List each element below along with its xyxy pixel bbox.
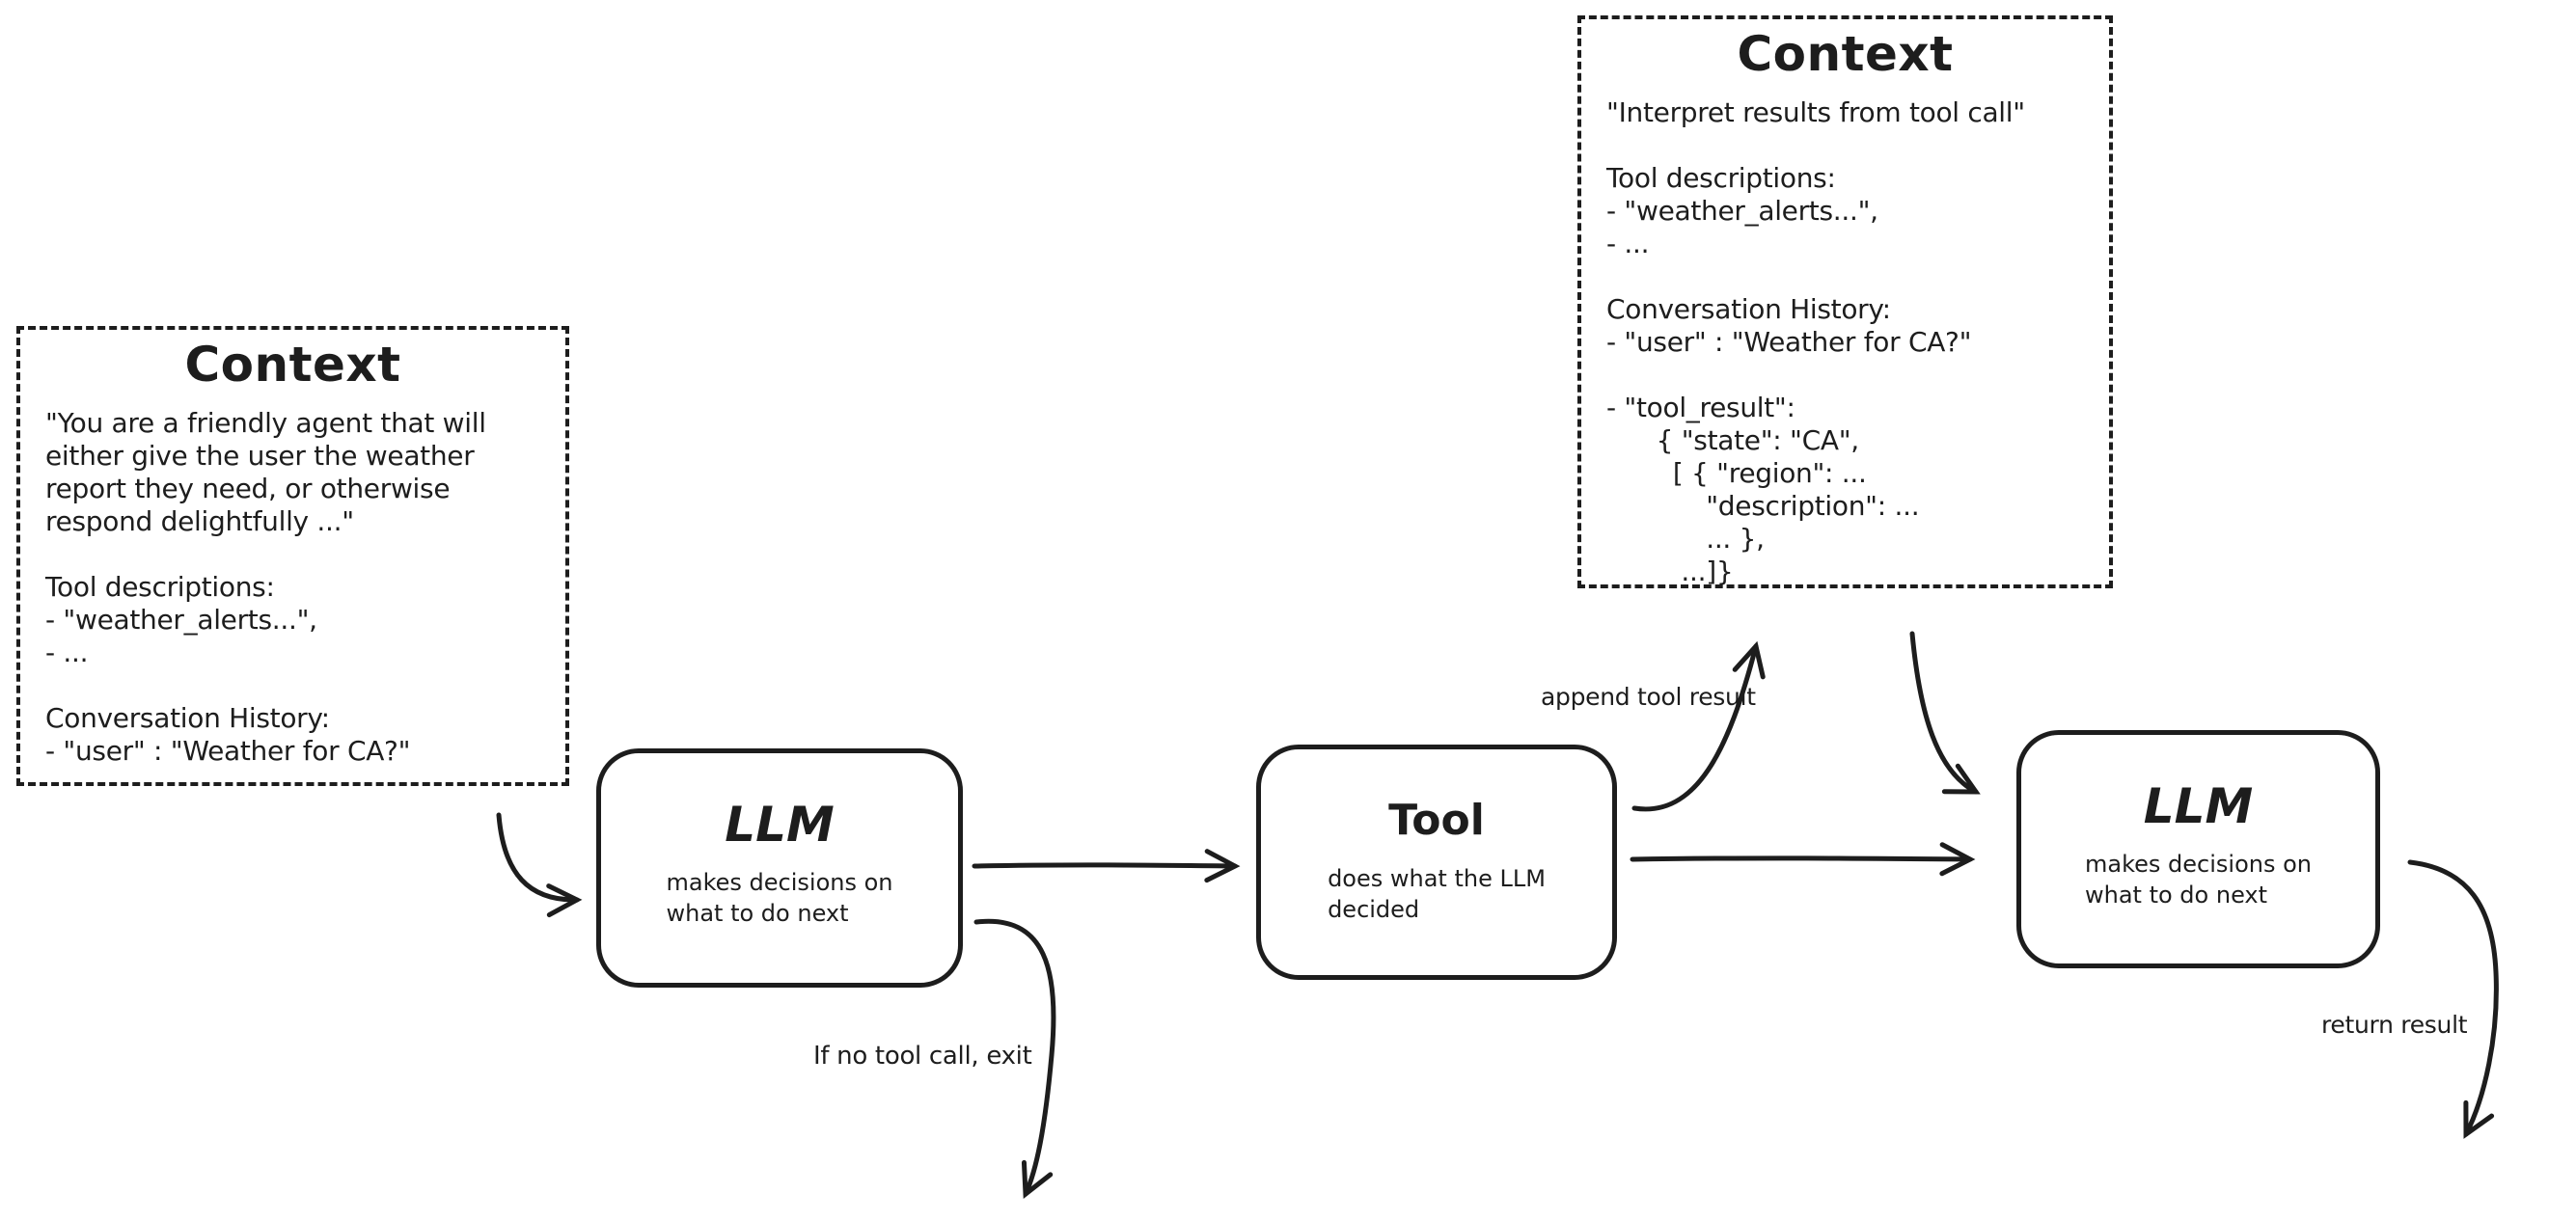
- tool-node-subtitle: does what the LLM decided: [1328, 865, 1546, 923]
- context-box-initial-title: Context: [184, 337, 401, 393]
- llm-node-1: LLM makes decisions on what to do next: [596, 748, 963, 988]
- context-box-initial: Context "You are a friendly agent that w…: [16, 326, 569, 786]
- llm-node-1-subtitle: makes decisions on what to do next: [666, 869, 893, 927]
- context-box-after-tool-body: "Interpret results from tool call" Tool …: [1606, 96, 2025, 587]
- arrow-tool-to-llm2: [1630, 842, 1976, 877]
- arrow-context2-to-llm2: [1909, 631, 1981, 795]
- context-box-after-tool: Context "Interpret results from tool cal…: [1577, 15, 2113, 588]
- llm-node-2: LLM makes decisions on what to do next: [2016, 730, 2380, 968]
- context-box-after-tool-title: Context: [1737, 26, 1954, 82]
- label-append-tool-result: append tool result: [1541, 683, 1756, 711]
- arrow-tool-to-context2: [1631, 640, 1766, 812]
- llm-node-1-title: LLM: [725, 797, 835, 853]
- tool-node: Tool does what the LLM decided: [1256, 745, 1617, 980]
- arrow-llm1-to-tool: [972, 849, 1241, 883]
- label-if-no-tool-call-exit: If no tool call, exit: [813, 1042, 1032, 1071]
- llm-node-2-title: LLM: [2143, 778, 2254, 834]
- label-return-result: return result: [2321, 1011, 2468, 1039]
- arrow-llm2-return-result: [2407, 859, 2499, 1139]
- tool-node-title: Tool: [1388, 796, 1485, 845]
- llm-node-2-subtitle: makes decisions on what to do next: [2085, 851, 2312, 909]
- context-box-initial-body: "You are a friendly agent that will eith…: [45, 407, 486, 767]
- arrow-context1-to-llm1: [496, 812, 583, 918]
